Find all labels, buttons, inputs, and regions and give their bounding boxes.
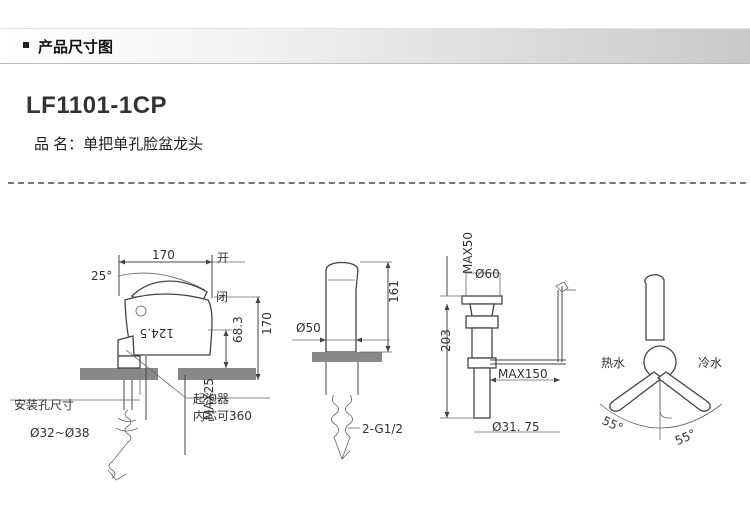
aerator-line1: 起泡器 (193, 392, 229, 406)
top-spout (644, 274, 665, 341)
drain-cap (461, 295, 503, 305)
product-name-row: 品 名：单把单孔脸盆龙头 (34, 133, 203, 154)
label-cold: 冷水 (698, 356, 722, 370)
aerator-line2: 内芯可360 (193, 409, 252, 423)
basin-plate (80, 368, 158, 380)
product-name: 单把单孔脸盆龙头 (83, 136, 204, 153)
front-body (325, 261, 359, 353)
mount-size: Ø32~Ø38 (30, 426, 89, 440)
lever-cold (656, 371, 711, 412)
front-view: 161 Ø50 2-G1/2 (292, 261, 403, 460)
drain-dim-max-lever: MAX150 (498, 367, 548, 381)
top-body (643, 345, 677, 379)
angle-label: 25° (91, 269, 112, 283)
drain-body (471, 327, 493, 359)
faucet-body (124, 293, 213, 356)
angle-left: 55° (600, 413, 625, 435)
drain-pipe (473, 367, 491, 419)
front-basin (312, 352, 382, 362)
dim-height: 170 (260, 312, 274, 335)
product-name-label: 品 名： (34, 136, 84, 153)
section-title: 产品尺寸图 (38, 39, 114, 56)
drain-view: MAX50 Ø60 203 MAX150 Ø31. 75 (439, 232, 576, 434)
dim-max: MAX25 (202, 378, 216, 420)
model-number: LF1101-1CP (26, 92, 168, 119)
dim-spout-height: 68.3 (231, 316, 245, 343)
dim-reach: 124.5 (140, 326, 174, 340)
dim-top-width: 170 (152, 248, 175, 262)
label-hot: 热水 (601, 356, 625, 370)
top-view: 热水 冷水 55° 55° (599, 274, 723, 448)
front-dim-dia: Ø50 (296, 321, 321, 335)
drain-dim-height: 203 (439, 329, 453, 352)
front-dim-height: 161 (387, 280, 401, 303)
drain-dim-dia-bottom: Ø31. 75 (492, 420, 540, 434)
basin-plate-right (178, 368, 256, 380)
section-header: 产品尺寸图 (0, 28, 750, 64)
divider (8, 182, 746, 184)
lever-hot (609, 371, 664, 412)
drain-dim-max-top: MAX50 (461, 232, 475, 274)
drain-dim-dia-top: Ø60 (475, 267, 500, 281)
mount-label: 安装孔尺寸 (14, 397, 74, 412)
side-view: 170 开 闭 25° 124.5 170 68.3 MAX25 (10, 248, 274, 481)
angle-right: 55° (673, 426, 698, 448)
label-open: 开 (217, 251, 229, 265)
bullet-icon (23, 42, 29, 48)
thread-label: 2-G1/2 (362, 422, 403, 436)
spout (117, 335, 135, 357)
